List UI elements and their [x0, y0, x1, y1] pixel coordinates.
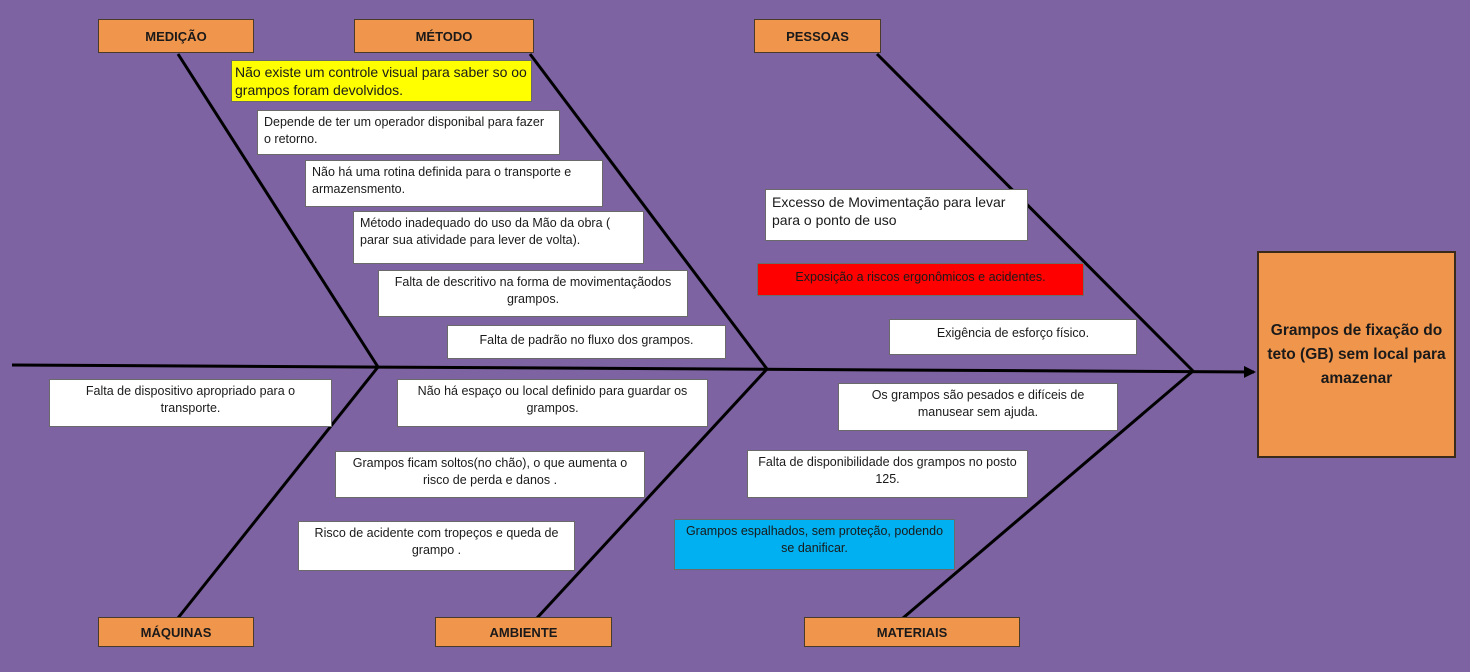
cause-metodo-5: Falta de descritivo na forma de moviment… — [378, 270, 688, 317]
bone-metodo — [528, 53, 769, 370]
bone-maquinas — [176, 366, 380, 619]
cause-pessoas-2: Exposição a riscos ergonômicos e acident… — [757, 263, 1084, 296]
cause-metodo-1: Não existe um controle visual para saber… — [231, 60, 532, 102]
cause-maquinas-1: Falta de dispositivo apropriado para o t… — [49, 379, 332, 427]
category-materiais: MATERIAIS — [804, 617, 1020, 647]
bone-ambiente — [535, 367, 769, 620]
cause-materiais-3: Grampos espalhados, sem proteção, podend… — [674, 519, 955, 570]
cause-metodo-6: Falta de padrão no fluxo dos grampos. — [447, 325, 726, 359]
cause-materiais-1: Os grampos são pesados e difíceis de man… — [838, 383, 1118, 431]
bone-medicao — [176, 53, 380, 368]
cause-materiais-2: Falta de disponibilidade dos grampos no … — [747, 450, 1028, 498]
bone-pessoas — [875, 52, 1195, 373]
cause-ambiente-2: Grampos ficam soltos(no chão), o que aum… — [335, 451, 645, 498]
category-ambiente: AMBIENTE — [435, 617, 612, 647]
cause-metodo-2: Depende de ter um operador disponibal pa… — [257, 110, 560, 155]
category-maquinas: MÁQUINAS — [98, 617, 254, 647]
effect-box: Grampos de fixação do teto (GB) sem loca… — [1257, 251, 1456, 458]
cause-ambiente-3: Risco de acidente com tropeços e queda d… — [298, 521, 575, 571]
cause-metodo-3: Não há uma rotina definida para o transp… — [305, 160, 603, 207]
category-medicao: MEDIÇÃO — [98, 19, 254, 53]
category-metodo: MÉTODO — [354, 19, 534, 53]
cause-pessoas-3: Exigência de esforço físico. — [889, 319, 1137, 355]
cause-ambiente-1: Não há espaço ou local definido para gua… — [397, 379, 708, 427]
cause-metodo-4: Método inadequado do uso da Mão da obra … — [353, 211, 644, 264]
spine-line — [11, 363, 1256, 378]
bone-materiais — [902, 369, 1194, 620]
cause-pessoas-1: Excesso de Movimentação para levar para … — [765, 189, 1028, 241]
category-pessoas: PESSOAS — [754, 19, 881, 53]
